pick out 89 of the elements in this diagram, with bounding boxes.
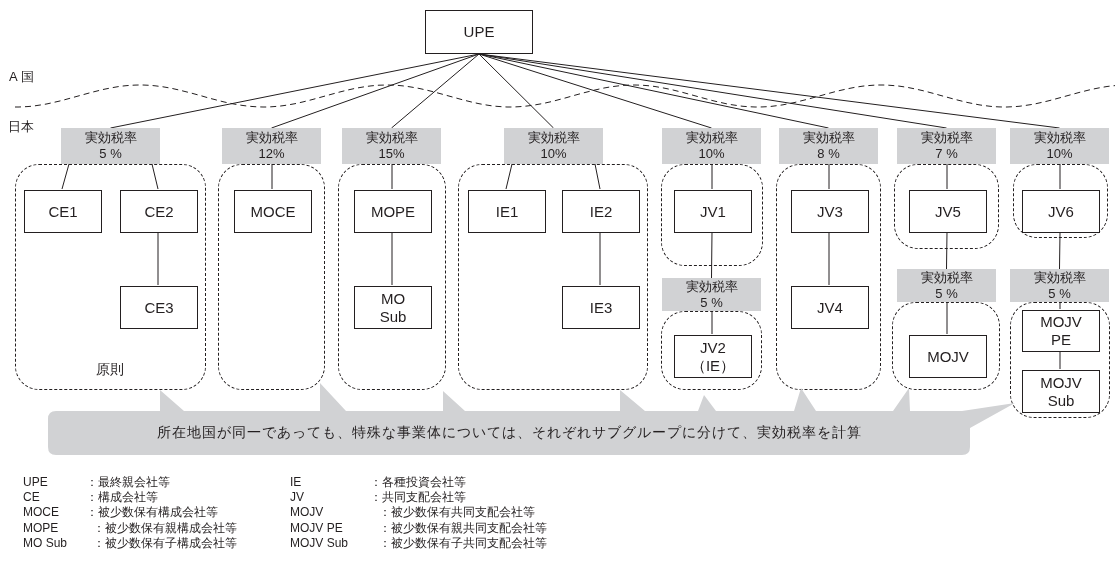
entity-box: JV6 [1022,190,1100,233]
entity-box: CE3 [120,286,198,329]
entity-box: UPE [425,10,533,54]
legend-definition: ：各種投資会社等 [370,475,466,489]
legend-definition: ：被少数保有構成会社等 [86,505,218,520]
bubble-text: 所在地国が同一であっても、特殊な事業体については、それぞれサブグループに分けて、実効税率を計算 [155,423,863,442]
legend-term: JV [290,490,304,505]
legend-term: MOCE [23,505,59,520]
connector-line [391,163,393,190]
legend-definition: ：被少数保有子構成会社等 [93,535,237,550]
tax-rate-label: 実効税率 15% [342,128,441,164]
connector-line [271,53,480,129]
connector-line [594,163,601,190]
tax-rate-label: 実効税率 10% [504,128,603,164]
legend-term: MOJV [290,505,324,520]
group-label: 原則 [96,361,124,379]
connector-line [1059,231,1061,270]
entity-box: MO Sub [354,286,432,329]
legend-definition: ：被少数保有共同支配会社等 [379,505,535,520]
tax-rate-label: 実効税率 8 % [779,128,878,164]
entity-box: JV5 [909,190,987,233]
group-outline [776,164,881,390]
legend-definition: ：被少数保有親構成会社等 [93,520,237,535]
tax-rate-label: 実効税率 5 % [61,128,160,164]
tax-rate-label: 実効税率 10% [1010,128,1109,164]
connector-line [711,163,713,190]
entity-box: MOJV [909,335,987,378]
group-outline [15,164,206,390]
entity-box: MOCE [234,190,312,233]
legend-term: MO Sub [23,535,67,550]
group-outline [892,302,1000,390]
connector-line [711,310,713,335]
group-outline [458,164,648,390]
connector-line [946,301,948,335]
legend-term: MOPE [23,520,59,535]
group-outline [1013,164,1108,238]
connector-line [711,231,713,279]
entity-box: CE2 [120,190,198,233]
entity-box: JV1 [674,190,752,233]
entity-box: IE3 [562,286,640,329]
group-outline [661,164,763,266]
connector-line [946,163,948,190]
legend-definition: ：最終親会社等 [86,475,170,489]
connector-line [505,163,513,190]
entity-box: MOPE [354,190,432,233]
connector-line [946,231,948,270]
group-outline [661,311,762,390]
entity-box: IE1 [468,190,546,233]
entity-box: IE2 [562,190,640,233]
group-outline [218,164,325,390]
country-label: A 国 [9,70,34,84]
legend-definition: ：被少数保有親共同支配会社等 [379,520,547,535]
tax-rate-label: 実効税率 5 % [1010,269,1109,302]
legend-term: MOJV Sub [290,535,349,550]
tax-rate-label: 実効税率 5 % [897,269,996,302]
tax-rate-label: 実効税率 5 % [662,278,761,311]
tax-rate-label: 実効税率 10% [662,128,761,164]
entity-box: JV3 [791,190,869,233]
entity-box: JV4 [791,286,869,329]
legend-term: IE [290,475,302,489]
legend-definition: ：構成会社等 [86,490,158,505]
connector-line [157,231,159,286]
connector-line [1059,301,1061,310]
country-label: 日本 [8,120,34,134]
connector-line [1059,350,1061,370]
connector-line [599,231,601,286]
legend-definition: ：被少数保有子共同支配会社等 [379,535,547,550]
connector-line [151,163,159,190]
connector-line [828,163,830,190]
connector-line [271,163,273,190]
legend-term: UPE [23,475,48,489]
group-outline [894,164,999,249]
connector-line [478,53,554,129]
entity-box: MOJV PE [1022,310,1100,352]
entity-box: CE1 [24,190,102,233]
tax-rate-label: 実効税率 7 % [897,128,996,164]
legend-term: CE [23,490,40,505]
entity-box: JV2 （IE） [674,335,752,378]
connector-line [828,231,830,286]
group-outline [338,164,446,390]
connector-line [61,163,70,190]
group-outline [1010,302,1110,418]
connector-line [391,231,393,286]
connector-line [1059,163,1061,190]
connector-line [391,53,480,129]
legend-term: MOJV PE [290,520,343,535]
entity-box: MOJV Sub [1022,370,1100,413]
legend-definition: ：共同支配会社等 [370,490,466,505]
tax-rate-label: 実効税率 12% [222,128,321,164]
